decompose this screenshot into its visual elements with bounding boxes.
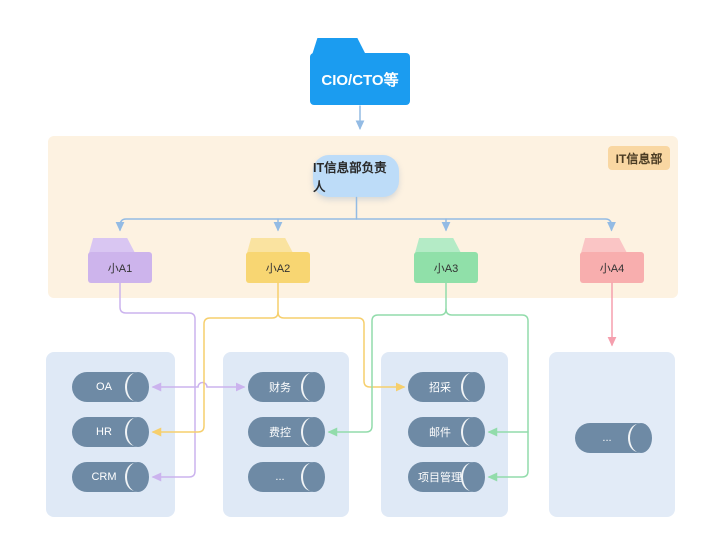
team-folder-a2[interactable]: 小A2 <box>246 238 310 283</box>
system-cylinder-finance[interactable]: 财务 <box>248 372 325 402</box>
cylinder-cap <box>127 417 149 447</box>
cylinder-cap <box>630 423 652 453</box>
cylinder-label: 财务 <box>269 382 291 394</box>
system-cylinder-hr[interactable]: HR <box>72 417 149 447</box>
cylinder-label: 招采 <box>429 382 451 394</box>
folder-body-shape: 小A2 <box>246 252 310 283</box>
cylinder-label: 项目管理 <box>418 472 462 484</box>
system-cylinder-expense[interactable]: 费控 <box>248 417 325 447</box>
cylinder-label: CRM <box>91 471 117 483</box>
cylinder-cap <box>463 372 485 402</box>
system-cylinder-project[interactable]: 项目管理 <box>408 462 485 492</box>
team-folder-label: 小A1 <box>107 262 133 275</box>
cio-folder-label: CIO/CTO等 <box>321 71 399 89</box>
system-cylinder-oa[interactable]: OA <box>72 372 149 402</box>
manager-node[interactable]: IT信息部负责人 <box>313 155 399 197</box>
team-folder-label: 小A3 <box>433 262 459 275</box>
cylinder-cap <box>463 417 485 447</box>
cylinder-cap <box>303 417 325 447</box>
system-cylinder-crm[interactable]: CRM <box>72 462 149 492</box>
system-group-2[interactable]: 财务 费控 ... <box>223 352 349 517</box>
team-folder-a4[interactable]: 小A4 <box>580 238 644 283</box>
system-cylinder-other[interactable]: ... <box>575 423 652 453</box>
folder-tab-shape <box>581 238 627 253</box>
system-cylinder-procurement[interactable]: 招采 <box>408 372 485 402</box>
cylinder-cap <box>303 372 325 402</box>
system-group-1[interactable]: OA HR CRM <box>46 352 175 517</box>
system-cylinder-mail[interactable]: 邮件 <box>408 417 485 447</box>
cylinder-label: 邮件 <box>429 427 451 439</box>
folder-body-shape: CIO/CTO等 <box>310 53 410 105</box>
cylinder-label: OA <box>96 381 112 393</box>
team-folder-label: 小A4 <box>599 262 625 275</box>
dept-badge: IT信息部 <box>608 146 670 170</box>
system-group-4[interactable]: ... <box>549 352 675 517</box>
system-group-3[interactable]: 招采 邮件 项目管理 <box>381 352 508 517</box>
cio-folder-node[interactable]: CIO/CTO等 <box>310 38 410 105</box>
folder-body-shape: 小A4 <box>580 252 644 283</box>
folder-body-shape: 小A1 <box>88 252 152 283</box>
cylinder-label: HR <box>96 426 112 438</box>
manager-label: IT信息部负责人 <box>313 161 387 194</box>
cylinder-cap <box>127 372 149 402</box>
cylinder-label: 费控 <box>269 427 291 439</box>
team-folder-a1[interactable]: 小A1 <box>88 238 152 283</box>
cylinder-cap <box>127 462 149 492</box>
cylinder-label: ... <box>275 471 285 483</box>
system-cylinder-more[interactable]: ... <box>248 462 325 492</box>
folder-tab-shape <box>247 238 293 253</box>
folder-tab-shape <box>312 38 366 55</box>
team-folder-a3[interactable]: 小A3 <box>414 238 478 283</box>
team-folder-label: 小A2 <box>265 262 291 275</box>
cylinder-cap <box>303 462 325 492</box>
folder-tab-shape <box>89 238 135 253</box>
cylinder-label: ... <box>602 432 612 444</box>
dept-badge-label: IT信息部 <box>615 151 663 166</box>
folder-tab-shape <box>415 238 461 253</box>
folder-body-shape: 小A3 <box>414 252 478 283</box>
